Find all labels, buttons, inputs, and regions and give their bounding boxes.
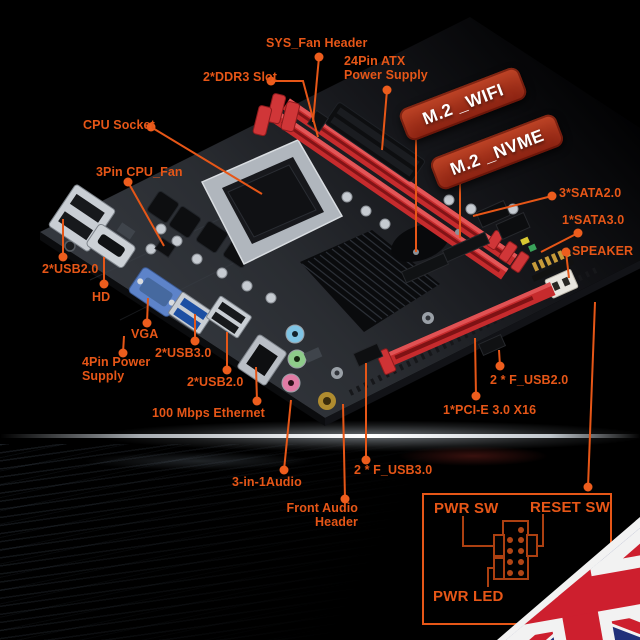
chipset-heatsink [300, 224, 449, 332]
rear-io-ports [48, 184, 307, 393]
m2-slots [400, 229, 491, 284]
label-usb3-rear: 2*USB3.0 [155, 346, 212, 360]
ethernet-port [237, 334, 287, 386]
label-speaker: SPEAKER [572, 244, 634, 258]
reflection-stripes [0, 444, 460, 640]
reset-sw-label: RESET SW [530, 499, 610, 516]
label-atx-power: 24Pin ATX Power Supply [344, 54, 428, 82]
usb3-ports [168, 291, 214, 335]
pcie-x16-slot [375, 282, 556, 375]
label-hd: HD [92, 290, 111, 304]
label-f-usb3: 2 * F_USB3.0 [354, 463, 433, 477]
pwr-sw-label: PWR SW [434, 500, 499, 517]
label-pcie: 1*PCI-E 3.0 X16 [443, 403, 537, 417]
label-cpu-socket: CPU Socket [83, 118, 155, 132]
hdmi-port [86, 223, 136, 269]
slot-reflection [398, 446, 548, 466]
pwr-led-label: PWR LED [433, 588, 504, 605]
label-ethernet: 100 Mbps Ethernet [152, 406, 265, 420]
usb2-ports [206, 295, 252, 339]
front-panel-header-pins [520, 236, 575, 282]
label-usb2-rear-bottom: 2*USB2.0 [187, 375, 244, 389]
label-vga: VGA [131, 327, 159, 341]
label-audio: 3-in-1Audio [232, 475, 302, 489]
uk-flag-icon [497, 517, 640, 640]
atx-24pin-connector [325, 102, 425, 182]
label-cpu-fan: 3Pin CPU_Fan [96, 165, 183, 179]
label-ddr3-slot: 2*DDR3 Slot [203, 70, 278, 84]
label-f-usb2: 2 * F_USB2.0 [490, 373, 569, 387]
label-usb2-rear-top: 2*USB2.0 [42, 262, 99, 276]
label-front-audio: Front Audio Header [286, 501, 358, 529]
label-sata3: 1*SATA3.0 [562, 213, 625, 227]
label-4pin-power: 4Pin Power Supply [82, 355, 151, 383]
ddr3-slots [252, 93, 530, 280]
light-streak [0, 434, 640, 438]
label-sys-fan-header: SYS_Fan Header [266, 36, 368, 50]
audio-jacks [281, 324, 307, 393]
port-reflection [84, 452, 314, 470]
label-sata2: 3*SATA2.0 [559, 186, 622, 200]
